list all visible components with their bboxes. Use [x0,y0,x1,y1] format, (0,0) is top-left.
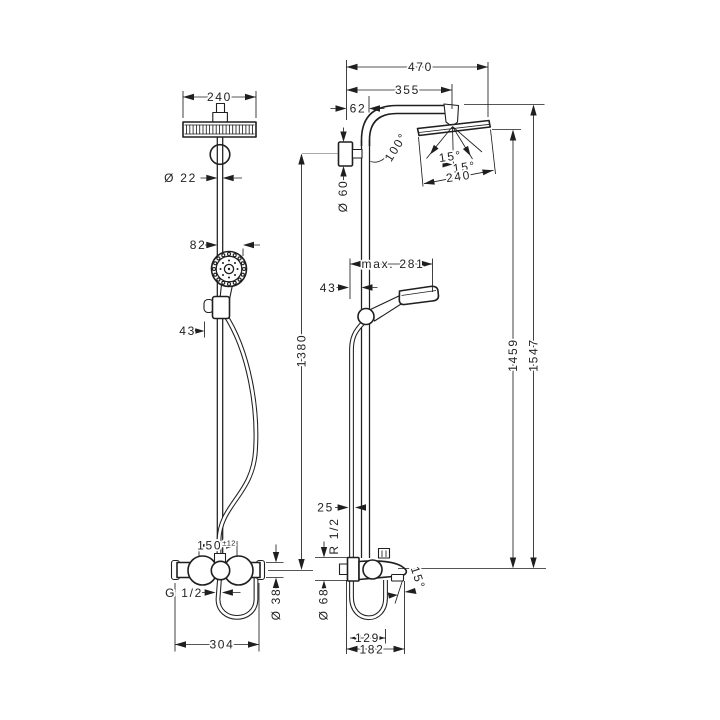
slider-bracket-front [203,295,231,320]
shower-pipe-front [216,137,224,563]
nozzle-ring [211,251,247,287]
dim-height-to-bracket: 1380 [295,334,309,368]
dim-wall-thread: R 1/2 [327,517,341,554]
dim-arm-angle: 100° [382,130,411,164]
dim-hand-shower-offset: 82 [190,238,207,252]
dim-total-reach: 470 [408,60,433,74]
thermostat-front [170,552,266,586]
hand-shower-head-side [398,285,440,306]
dim-pipe-offset: 25 [317,501,334,515]
hand-shower-side [357,285,440,326]
dim-head-width: 240 [207,90,232,104]
dim-head-depth: 240 [445,168,472,185]
wall-bracket-front [209,143,231,166]
front-view: 240 Ø 22 82 43 150±12 G 1/2 Ø 38 304 138… [162,88,338,653]
shower-hose-side [349,321,388,621]
nozzle-dots [219,259,239,279]
side-view: 470 355 62 100° 15° 15° 240 Ø 60 max. 28… [315,58,546,658]
wall-escutcheon [346,556,360,582]
dim-connection-spacing: 150±12 [197,539,236,553]
dim-head-tilt-right: 15° [452,158,477,175]
dim-wall-to-pipe: 62 [350,102,367,116]
dim-slider-offset: 43 [179,324,196,338]
dim-pipe-diameter: Ø 22 [164,171,197,185]
thermostat-side [338,547,408,582]
dimensions-side: 470 355 62 100° 15° 15° 240 Ø 60 max. 28… [315,58,546,658]
dim-height-head: 1459 [506,338,520,372]
shower-pipe-side [360,140,371,558]
dim-valve-diameter: Ø 38 [269,588,283,621]
arm-connector-front [212,102,228,123]
spray-face-hatch [186,124,253,135]
diverter-knob [377,547,391,559]
dimension-arrows-side [320,63,537,653]
dim-spout-reach: 182 [359,643,384,657]
dim-max-hand-shower-reach: max. 281 [362,257,425,271]
arm-end-connector [443,103,460,128]
dim-arm-reach: 355 [395,83,420,97]
overhead-shower-front [182,121,257,138]
dim-height-top: 1547 [527,338,541,372]
dim-escutcheon-diameter: Ø 68 [317,588,331,621]
hose-outlet [210,560,231,581]
thermostat-cartridge [362,559,383,580]
dim-head-tilt-left: 15° [438,148,463,165]
wall-bracket-side [337,141,363,167]
dim-bracket-diameter: Ø 60 [336,180,350,213]
hand-shower-front [210,250,248,310]
dim-thread: G 1/2 [165,586,203,600]
dim-body-width: 304 [209,638,234,652]
dim-hose-reach: 129 [355,631,380,645]
dimensions-front: 240 Ø 22 82 43 150±12 G 1/2 Ø 38 304 138… [162,88,338,653]
dim-slider-depth: 43 [320,281,337,295]
shower-hose-front [215,311,259,620]
slider-pivot [357,307,375,326]
aerator [390,573,405,582]
